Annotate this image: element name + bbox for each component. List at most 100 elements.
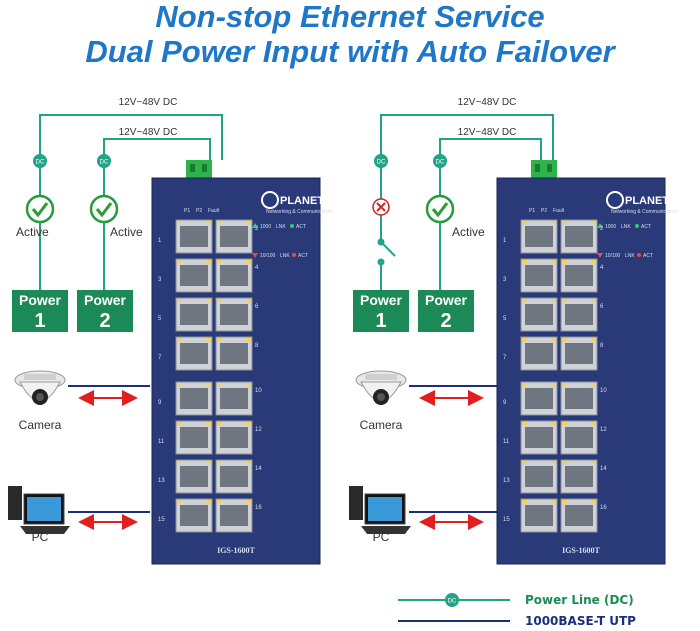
left-scenario: 12V~48V DC 12V~48V DC DC DC Active Activ… — [8, 97, 223, 544]
svg-text:2: 2 — [440, 310, 451, 332]
switch-left-port-number: 9 — [158, 400, 162, 406]
right-camera-label: Camera — [360, 418, 403, 432]
left-status-2: Active — [110, 225, 143, 239]
left-dc-badge-2: DC — [97, 154, 111, 168]
switch-right-port-9 — [520, 381, 558, 416]
switch-right-port-12 — [560, 420, 598, 455]
switch-left: PLANET Networking & Communication P1 P2 … — [151, 160, 332, 565]
svg-text:DC: DC — [100, 160, 109, 166]
switch-right-led-p1: P1 — [529, 208, 535, 214]
switch-left-port-1 — [175, 219, 213, 254]
svg-text:Networking & Communication: Networking & Communication — [611, 209, 677, 215]
switch-left-led-p1: P1 — [184, 208, 190, 214]
switch-left-port-8 — [215, 336, 253, 371]
switch-right-port-number: 11 — [503, 439, 510, 445]
switch-left-port-number: 3 — [158, 277, 162, 283]
right-power-2-box: Power 2 — [418, 290, 474, 332]
switch-right-port-number: 15 — [503, 517, 510, 523]
svg-text:Power: Power — [425, 292, 468, 308]
svg-text:ACT: ACT — [296, 224, 306, 230]
left-voltage-top: 12V~48V DC — [119, 97, 178, 108]
switch-left-port-number: 10 — [255, 388, 262, 394]
left-power-1-box: Power 1 — [12, 290, 68, 332]
switch-left-port-10 — [215, 381, 253, 416]
switch-left-brand-logo: PLANET Networking & Communication — [261, 191, 332, 215]
svg-text:2: 2 — [99, 310, 110, 332]
svg-text:Networking & Communication: Networking & Communication — [266, 209, 332, 215]
switch-left-port-number: 1 — [158, 238, 162, 244]
right-status-2: Active — [452, 225, 485, 239]
switch-left-port-12 — [215, 420, 253, 455]
switch-left-port-number: 14 — [255, 466, 262, 472]
svg-text:PLANET: PLANET — [625, 195, 669, 207]
switch-right-port-number: 5 — [503, 316, 507, 322]
right-voltage-top: 12V~48V DC — [458, 97, 517, 108]
right-pc-icon — [349, 486, 411, 534]
right-check-icon-2 — [425, 194, 455, 224]
switch-right-port-13 — [520, 459, 558, 494]
switch-right-port-16 — [560, 498, 598, 533]
switch-left-port-number: 15 — [158, 517, 165, 523]
right-dc-badge-1: DC — [374, 154, 388, 168]
left-check-icon-1 — [25, 194, 55, 224]
switch-right-port-2 — [560, 219, 598, 254]
switch-left-port-number: 7 — [158, 355, 162, 361]
left-power-2-box: Power 2 — [77, 290, 133, 332]
switch-right-port-number: 16 — [600, 505, 607, 511]
switch-left-led-legend: 1000 LNK ACT 10/100 LNK ACT — [252, 223, 308, 259]
left-voltage-inner: 12V~48V DC — [119, 127, 178, 138]
switch-right-port-7 — [520, 336, 558, 371]
svg-text:DC: DC — [448, 599, 457, 605]
switch-right-port-number: 12 — [600, 427, 607, 433]
svg-text:1000: 1000 — [605, 224, 616, 230]
switch-left-port-3 — [175, 258, 213, 293]
right-open-switch — [377, 238, 396, 290]
switch-right-model: IGS-1600T — [562, 546, 600, 555]
switch-left-port-number: 13 — [158, 478, 165, 484]
svg-text:1000: 1000 — [260, 224, 271, 230]
switch-left-port-number: 4 — [255, 265, 259, 271]
right-pc-label: PC — [373, 530, 390, 544]
left-check-icon-2 — [89, 194, 119, 224]
switch-right-port-3 — [520, 258, 558, 293]
switch-right-port-number: 1 — [503, 238, 507, 244]
switch-right-port-1 — [520, 219, 558, 254]
svg-text:Power: Power — [19, 292, 62, 308]
svg-text:Power: Power — [84, 292, 127, 308]
svg-text:ACT: ACT — [641, 224, 651, 230]
switch-right-port-4 — [560, 258, 598, 293]
switch-right-port-11 — [520, 420, 558, 455]
switch-right-port-number: 3 — [503, 277, 507, 283]
right-power-1-box: Power 1 — [353, 290, 409, 332]
switch-right-port-number: 10 — [600, 388, 607, 394]
switch-left-port-number: 12 — [255, 427, 262, 433]
left-status-1: Active — [16, 225, 49, 239]
switch-right-port-number: 4 — [600, 265, 604, 271]
svg-text:DC: DC — [36, 160, 45, 166]
right-scenario: 12V~48V DC 12V~48V DC DC DC Active Power… — [349, 97, 554, 544]
svg-text:DC: DC — [436, 160, 445, 166]
left-camera-label: Camera — [19, 418, 62, 432]
switch-right-port-number: 8 — [600, 343, 604, 349]
right-voltage-inner: 12V~48V DC — [458, 127, 517, 138]
left-pc-icon — [8, 486, 70, 534]
switch-right: PLANET Networking & Communication P1 P2 … — [496, 160, 677, 565]
svg-text:ACT: ACT — [643, 253, 653, 259]
switch-left-led-p2: P2 — [196, 208, 202, 214]
switch-right-port-8 — [560, 336, 598, 371]
svg-text:1: 1 — [375, 310, 386, 332]
switch-right-port-number: 7 — [503, 355, 507, 361]
switch-left-port-7 — [175, 336, 213, 371]
switch-right-port-number: 13 — [503, 478, 510, 484]
switch-right-brand-logo: PLANET Networking & Communication — [606, 191, 677, 215]
switch-left-port-15 — [175, 498, 213, 533]
left-dc-badge-1: DC — [33, 154, 47, 168]
switch-left-port-4 — [215, 258, 253, 293]
svg-text:LNK: LNK — [280, 253, 290, 259]
switch-right-port-14 — [560, 459, 598, 494]
switch-left-port-number: 16 — [255, 505, 262, 511]
switch-left-port-number: 6 — [255, 304, 259, 310]
